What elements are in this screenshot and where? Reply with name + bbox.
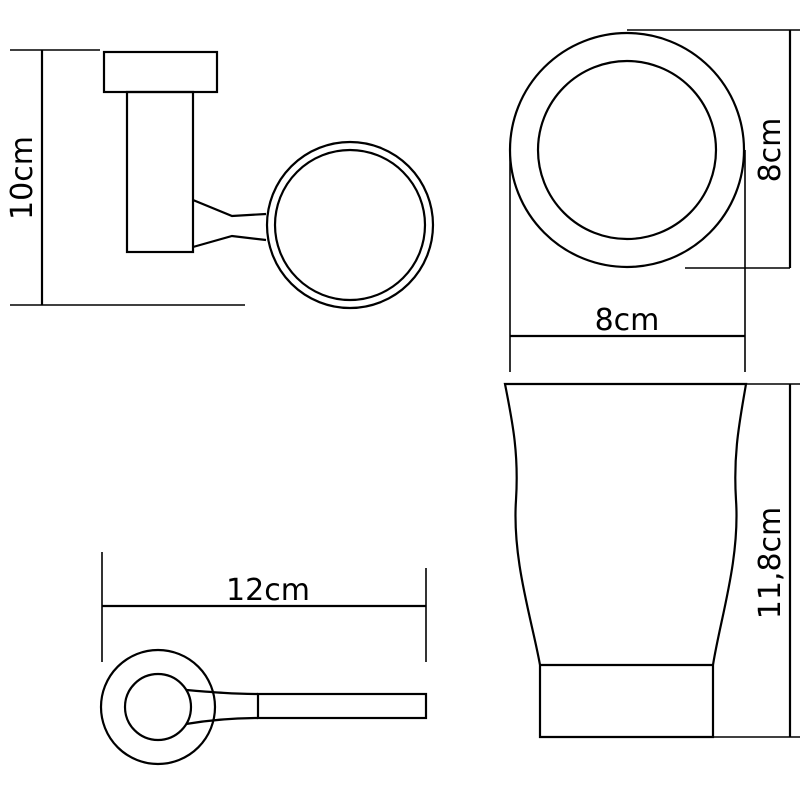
ring-inner (536, 59, 718, 241)
ring-width-dimension: 8cm (509, 150, 746, 372)
ring-diameter-label: 8cm (753, 118, 788, 183)
holder-top-view (99, 648, 428, 766)
bracket-bar (256, 692, 428, 720)
bracket-length-dimension: 12cm (101, 552, 427, 662)
cup-side-view (503, 382, 748, 739)
cup-height-dimension: 11,8cm (713, 383, 800, 738)
holder-side-view (102, 50, 435, 310)
cup-height-label: 11,8cm (753, 507, 788, 620)
bracket-length-label: 12cm (226, 573, 310, 608)
holder-ring-outer (265, 140, 435, 310)
ring-width-label: 8cm (595, 303, 660, 338)
cup-outline (503, 382, 748, 739)
mount-outer (99, 648, 217, 766)
holder-height-dimension: 10cm (5, 49, 245, 306)
ring-top-view (508, 31, 746, 269)
ring-outer (508, 31, 746, 269)
ring-diameter-dimension: 8cm (627, 29, 800, 269)
holder-ring-inner (273, 148, 427, 302)
bracket-taper (185, 688, 259, 726)
wall-plate (102, 50, 219, 94)
holder-height-label: 10cm (5, 136, 40, 220)
mount-inner (123, 672, 193, 742)
holder-arm (192, 198, 267, 249)
holder-post (125, 90, 195, 254)
